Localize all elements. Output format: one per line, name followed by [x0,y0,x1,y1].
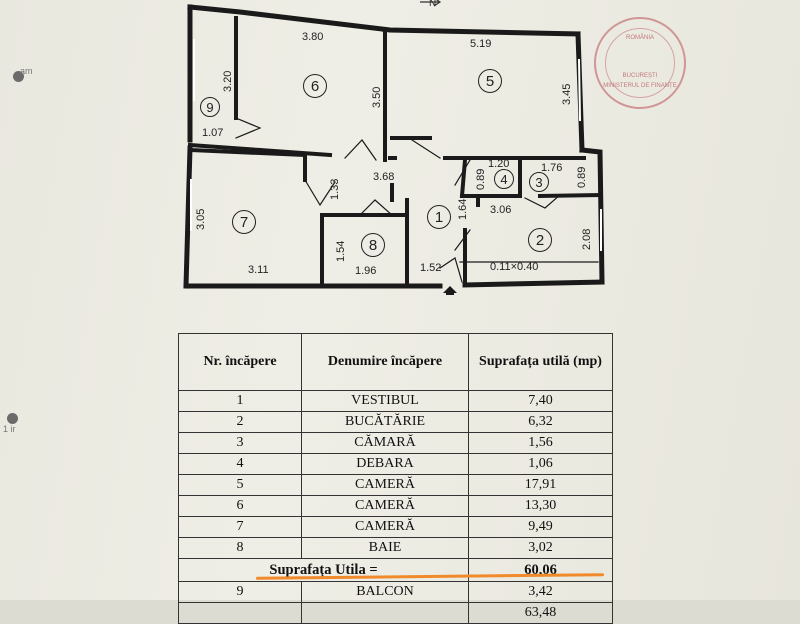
dim-r8-height: 1.54 [335,240,347,262]
cell-name: CAMERĂ [301,495,469,517]
room-9-marker: 9 [200,97,220,117]
cell-nr: 2 [178,411,302,433]
dim-r8-width: 1.96 [355,265,377,277]
margin-text-middle: 1 ir [3,424,16,434]
dim-hall-width: 3.68 [373,171,395,183]
cell-nr: 4 [178,453,302,475]
cell-area: 17,91 [468,474,613,496]
dim-r3-height: 0.89 [576,166,588,188]
dim-r1-height: 1.64 [457,198,469,220]
cell-nr: 9 [178,581,302,603]
dim-r6-height: 3.50 [371,86,383,108]
cell-name: CAMERĂ [301,474,469,496]
table-row: 63,48 [178,602,613,624]
cell-name: CAMERĂ [301,516,469,538]
table-row: 2 BUCĂTĂRIE 6,32 [178,411,613,433]
dim-r7-width: 3.11 [248,264,269,276]
floor-plan [183,0,605,295]
area-table: Nr. încăpere Denumire încăpere Suprafața… [178,333,613,624]
cell-area: 63,48 [468,602,613,624]
dim-r2-width: 3.06 [490,204,512,216]
punch-hole-top [13,71,24,82]
dim-duct: 0.11×0.40 [490,261,539,273]
cell-name: BAIE [301,537,469,559]
header-name: Denumire încăpere [301,333,469,391]
dim-r2-height: 2.08 [581,228,593,250]
header-area: Suprafața utilă (mp) [468,333,613,391]
cell-nr [178,602,302,624]
north-arrow-label: N [429,0,437,9]
table-row: 9 BALCON 3,42 [178,581,613,603]
cell-area: 3,02 [468,537,613,559]
room-4-marker: 4 [494,169,514,189]
dim-r9-height: 3.20 [222,70,234,92]
cell-nr: 1 [178,390,302,412]
dim-r7-height: 3.05 [195,208,207,230]
dim-r9-width: 1.07 [202,127,224,139]
room-7-marker: 7 [232,210,256,234]
table-row: 4 DEBARA 1,06 [178,453,613,475]
room-2-marker: 2 [528,228,552,252]
stamp-line-3: MINISTERUL DE FINANȚE [603,83,677,89]
cell-name: VESTIBUL [301,390,469,412]
wall-bottom-right [462,279,605,288]
table-row: 5 CAMERĂ 17,91 [178,474,613,496]
cell-nr: 6 [178,495,302,517]
room-5-marker: 5 [478,69,502,93]
cell-name: DEBARA [301,453,469,475]
table-header-row: Nr. încăpere Denumire încăpere Suprafața… [178,333,613,391]
total-value: 60,06 [468,558,613,582]
cell-name: BUCĂTĂRIE [301,411,469,433]
cell-area: 9,49 [468,516,613,538]
header-nr: Nr. încăpere [178,333,302,391]
dim-r5-height: 3.45 [561,83,573,105]
room-8-marker: 8 [361,233,385,257]
cell-area: 7,40 [468,390,613,412]
punch-hole-middle [7,413,18,424]
margin-text-top: am [20,66,33,76]
cell-nr: 5 [178,474,302,496]
wall-left-lower [183,145,193,289]
dim-r3-width: 1.76 [541,162,563,174]
cell-area: 1,06 [468,453,613,475]
dim-r4-width: 1.20 [488,158,510,170]
stamp-line-2: BUCUREȘTI [622,73,658,79]
entrance-arrow-icon [443,286,457,293]
table-row: 1 VESTIBUL 7,40 [178,390,613,412]
wall-top [187,4,581,37]
cell-nr: 3 [178,432,302,454]
dim-r5-width: 5.19 [470,38,492,50]
room-1-marker: 1 [427,205,451,229]
cell-name: CĂMARĂ [301,432,469,454]
room-6-marker: 6 [303,74,327,98]
cell-area: 13,30 [468,495,613,517]
cell-name [301,602,469,624]
cell-name: BALCON [301,581,469,603]
cell-nr: 8 [178,537,302,559]
dim-hall-height: 1.33 [329,178,341,200]
cell-nr: 7 [178,516,302,538]
cell-area: 6,32 [468,411,613,433]
table-row: 8 BAIE 3,02 [178,537,613,559]
cell-area: 1,56 [468,432,613,454]
north-arrow-icon [420,0,442,7]
table-row: 6 CAMERĂ 13,30 [178,495,613,517]
table-row: 3 CĂMARĂ 1,56 [178,432,613,454]
dim-r4-height: 0.89 [475,168,487,190]
dim-r6-width: 3.80 [302,31,324,43]
stamp-line-1: ROMÂNIA [625,35,654,41]
dim-r1-width: 1.52 [420,262,442,274]
room-3-marker: 3 [529,172,549,192]
cell-area: 3,42 [468,581,613,603]
official-stamp: ROMÂNIA BUCUREȘTI MINISTERUL DE FINANȚE [594,17,686,109]
table-row: 7 CAMERĂ 9,49 [178,516,613,538]
